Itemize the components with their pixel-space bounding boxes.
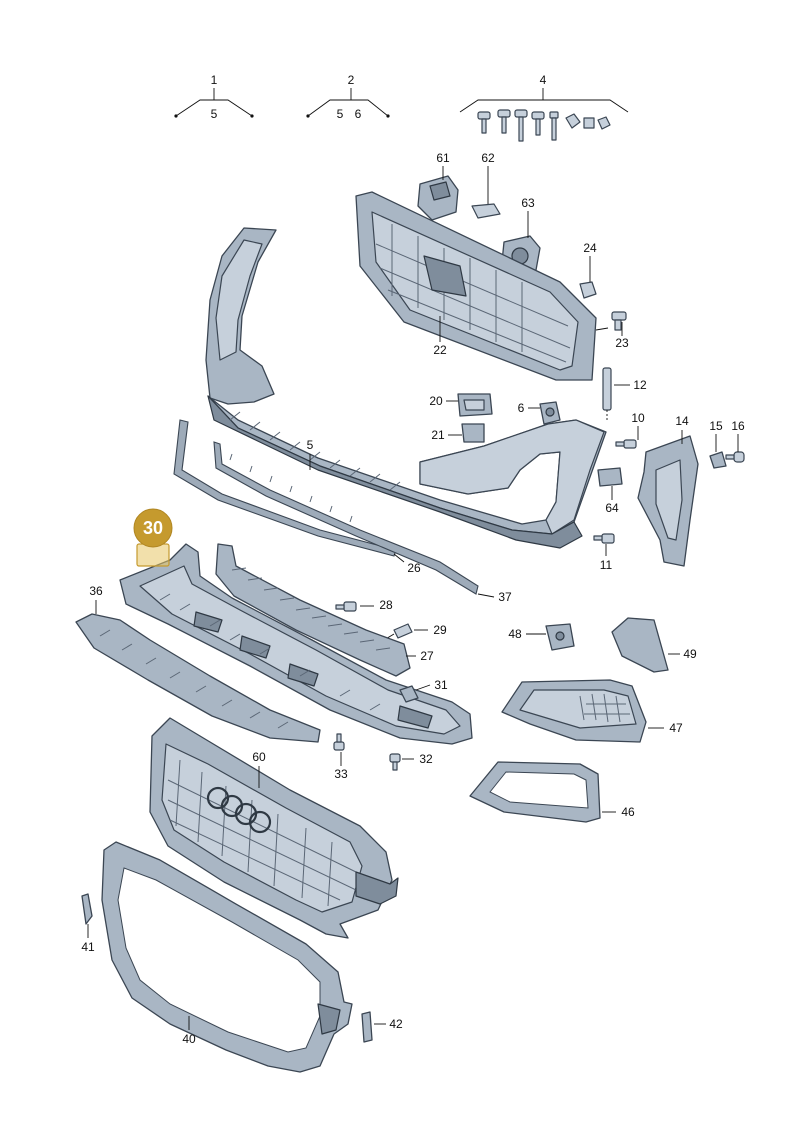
part-61-sensor-bracket[interactable]: 61: [417, 151, 459, 221]
part-16-bolt[interactable]: 16: [725, 419, 745, 463]
label-15[interactable]: 15: [709, 419, 723, 433]
part-10-screw[interactable]: 10: [615, 411, 645, 449]
part-24-clip[interactable]: 24: [579, 241, 597, 299]
label-20[interactable]: 20: [429, 394, 443, 408]
part-40-grille-frame[interactable]: 40: [101, 841, 353, 1073]
label-47[interactable]: 47: [669, 721, 683, 735]
label-42[interactable]: 42: [389, 1017, 403, 1031]
fastener-set-4[interactable]: [477, 109, 611, 142]
label-11[interactable]: 11: [600, 558, 613, 572]
part-11-screw[interactable]: 11: [593, 533, 615, 572]
label-27[interactable]: 27: [420, 649, 434, 663]
label-10[interactable]: 10: [631, 411, 645, 425]
label-46[interactable]: 46: [621, 805, 635, 819]
label-61[interactable]: 61: [436, 151, 450, 165]
part-28-screw[interactable]: 28: [335, 598, 393, 612]
part-20-bracket[interactable]: 20: [429, 393, 493, 417]
label-6[interactable]: 6: [518, 401, 525, 415]
label-48[interactable]: 48: [508, 627, 522, 641]
part-14-side-bracket[interactable]: 14: [637, 414, 699, 567]
part-12-stud[interactable]: 12: [602, 367, 647, 422]
label-37[interactable]: 37: [498, 590, 512, 604]
label-12[interactable]: 12: [633, 378, 647, 392]
label-1-sub[interactable]: 5: [211, 107, 218, 121]
label-2-sub-5[interactable]: 5: [337, 107, 344, 121]
part-41-emblem-clip[interactable]: 41: [81, 893, 95, 954]
part-32-screw[interactable]: 32: [389, 752, 433, 771]
label-2[interactable]: 2: [348, 73, 355, 87]
label-23[interactable]: 23: [615, 336, 629, 350]
part-31-clip[interactable]: 31: [399, 678, 448, 703]
part-27-lower-grille[interactable]: 27: [215, 543, 434, 677]
part-46-trim-frame[interactable]: 46: [469, 761, 635, 823]
part-29-rivet[interactable]: 29: [383, 623, 447, 641]
label-62[interactable]: 62: [481, 151, 495, 165]
part-37-trim-strip[interactable]: 37: [213, 441, 512, 604]
part-36-spoiler[interactable]: 36: [75, 584, 321, 743]
part-48-bracket[interactable]: 48: [508, 623, 575, 651]
label-60[interactable]: 60: [252, 750, 266, 764]
part-62-clip[interactable]: 62: [471, 151, 501, 219]
label-36[interactable]: 36: [89, 584, 103, 598]
label-16[interactable]: 16: [731, 419, 745, 433]
part-42-clip[interactable]: 42: [361, 1011, 403, 1043]
part-21-bracket[interactable]: 21: [431, 423, 485, 443]
part-49-cover[interactable]: 49: [611, 617, 697, 673]
label-2-sub-6[interactable]: 6: [355, 107, 362, 121]
part-23-screw[interactable]: 23: [595, 311, 629, 350]
part-60-radiator-grille[interactable]: 60: [149, 717, 399, 939]
part-6-sensor[interactable]: 6: [518, 401, 561, 425]
label-1[interactable]: 1: [211, 73, 218, 87]
part-26-trim-strip[interactable]: 26: [173, 419, 421, 575]
label-29[interactable]: 29: [433, 623, 447, 637]
part-47-side-grille[interactable]: 47: [501, 679, 683, 743]
label-41[interactable]: 41: [81, 940, 95, 954]
label-32[interactable]: 32: [419, 752, 433, 766]
part-30-lower-carrier[interactable]: [119, 543, 473, 745]
label-49[interactable]: 49: [683, 647, 697, 661]
label-5[interactable]: 5: [307, 438, 314, 452]
part-33-screw[interactable]: 33: [333, 733, 348, 781]
label-22[interactable]: 22: [433, 343, 447, 357]
part-15-nut[interactable]: 15: [709, 419, 727, 469]
badge-number: 30: [143, 518, 163, 538]
kit-2-bracket: 2 5 6: [306, 73, 390, 121]
kit-4-bracket: 4: [459, 73, 629, 113]
label-40[interactable]: 40: [182, 1032, 196, 1046]
label-63[interactable]: 63: [521, 196, 535, 210]
part-22-grille-carrier[interactable]: 22: [355, 191, 597, 381]
label-33[interactable]: 33: [334, 767, 348, 781]
label-26[interactable]: 26: [407, 561, 421, 575]
label-31[interactable]: 31: [434, 678, 448, 692]
label-64[interactable]: 64: [605, 501, 619, 515]
highlight-badge[interactable]: 30: [133, 508, 173, 567]
label-14[interactable]: 14: [675, 414, 689, 428]
part-5-bumper-cover[interactable]: 5: [205, 227, 607, 549]
part-64-module[interactable]: 64: [597, 467, 623, 515]
label-28[interactable]: 28: [379, 598, 393, 612]
label-4[interactable]: 4: [540, 73, 547, 87]
label-21[interactable]: 21: [431, 428, 445, 442]
kit-1-bracket: 1 5: [174, 73, 254, 121]
label-24[interactable]: 24: [583, 241, 597, 255]
